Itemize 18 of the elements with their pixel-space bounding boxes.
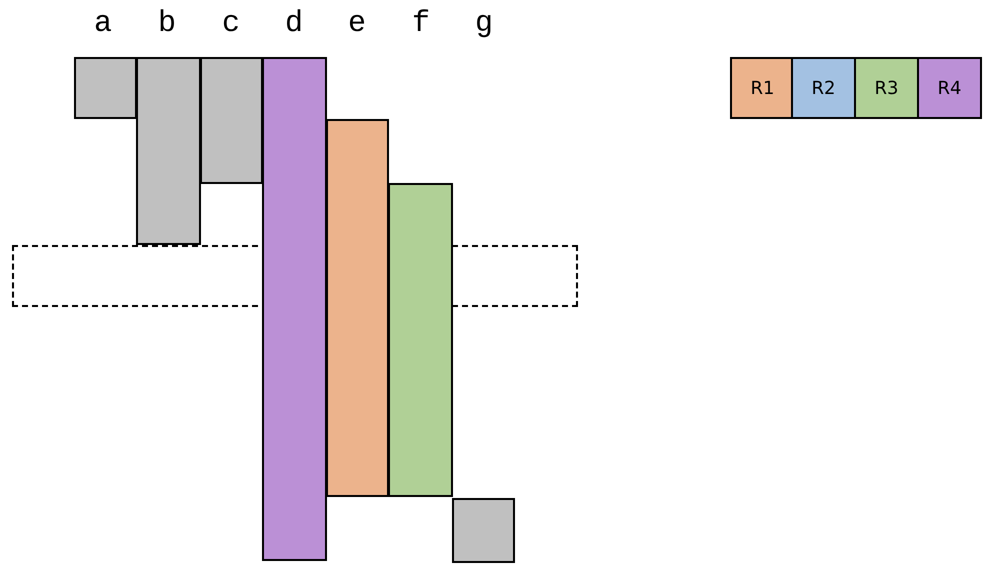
column-label: b <box>156 6 177 42</box>
bar <box>326 119 389 497</box>
bar <box>388 183 453 497</box>
bar <box>136 57 201 245</box>
column-label: e <box>346 6 367 42</box>
dashed-outline-box <box>12 245 578 307</box>
legend-swatch: R4 <box>917 57 982 119</box>
bar <box>200 57 263 184</box>
legend-swatch: R2 <box>791 57 856 119</box>
bar <box>452 498 515 563</box>
column-label: c <box>220 6 241 42</box>
bar <box>262 57 327 561</box>
column-label: a <box>92 6 113 42</box>
column-label: g <box>474 6 494 42</box>
legend-swatch: R3 <box>854 57 919 119</box>
column-label: f <box>410 6 431 42</box>
bar <box>74 57 137 119</box>
column-label: d <box>284 6 304 42</box>
